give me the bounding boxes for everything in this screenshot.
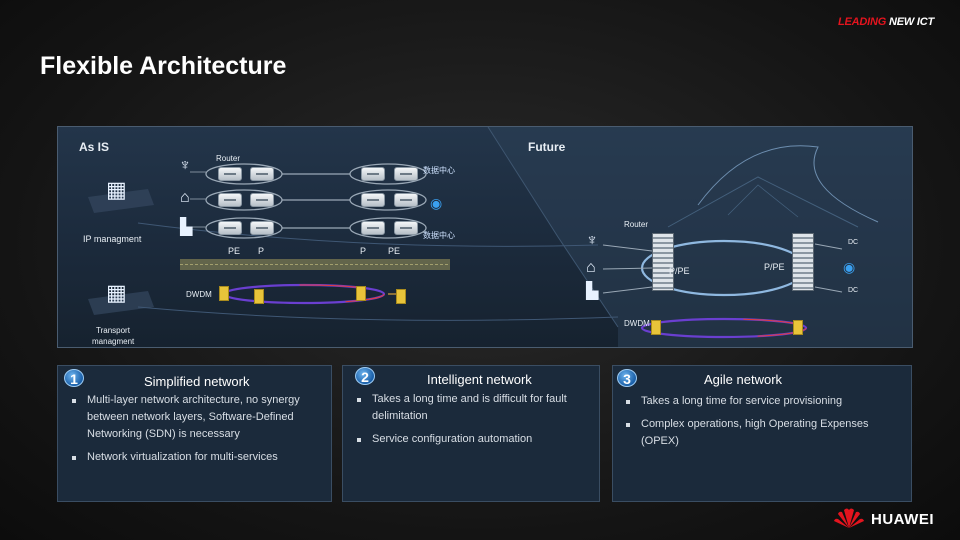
dwdm-node-icon xyxy=(396,289,406,304)
antenna-tower-icon: ♆ xyxy=(586,232,598,249)
router-icon xyxy=(394,221,418,235)
huawei-logo-text: HUAWEI xyxy=(871,511,934,528)
router-icon xyxy=(250,221,274,235)
dwdm-node-icon xyxy=(793,320,803,335)
router-icon xyxy=(361,167,385,181)
architecture-diagram: As IS Future Router Router ♆ ⌂ ▙ ▦ ▦ 数据中… xyxy=(57,126,913,348)
ppe-label-right: P/PE xyxy=(764,262,785,272)
home-icon: ⌂ xyxy=(180,189,190,206)
data-center-label-2: 数据中心 xyxy=(423,231,455,240)
pe-label-right: PE xyxy=(388,246,401,256)
brand-tagline-new-ict: NEW ICT xyxy=(886,16,934,28)
dwdm-node-icon xyxy=(356,286,366,301)
huawei-petal-logo-icon xyxy=(833,506,865,530)
brand-tagline-leading: LEADING xyxy=(837,16,887,28)
ppe-label-left: P/PE xyxy=(669,266,690,276)
card-bullet-list: Multi-layer network architecture, no syn… xyxy=(71,392,321,472)
pe-label-left: PE xyxy=(228,246,241,256)
dwdm-label-future: DWDM xyxy=(624,319,650,328)
router-icon xyxy=(361,221,385,235)
card-bullet-item: Multi-layer network architecture, no syn… xyxy=(71,392,321,443)
router-icon xyxy=(218,167,242,181)
router-icon xyxy=(250,167,274,181)
enterprise-building-icon: ▙ xyxy=(586,283,599,300)
router-icon xyxy=(394,167,418,181)
router-icon xyxy=(394,193,418,207)
data-center-label-1: 数据中心 xyxy=(423,166,455,175)
dwdm-node-icon xyxy=(651,320,661,335)
card-bullet-list: Takes a long time and is difficult for f… xyxy=(356,391,596,454)
router-icon xyxy=(218,221,242,235)
card-bullet-item: Takes a long time and is difficult for f… xyxy=(356,391,596,425)
router-icon xyxy=(218,193,242,207)
p-label-left: P xyxy=(258,246,265,256)
card-number-badge: 3 xyxy=(617,369,637,387)
card-bullet-item: Service configuration automation xyxy=(356,431,596,448)
card-title: Agile network xyxy=(704,372,783,387)
transport-management-label-line2: managment xyxy=(92,337,135,346)
card-intelligent-network: 2 Intelligent network Takes a long time … xyxy=(342,365,600,502)
data-center-icon: ◉ xyxy=(430,195,443,211)
ip-management-label: IP managment xyxy=(83,234,142,244)
card-bullet-item: Complex operations, high Operating Expen… xyxy=(625,416,907,450)
p-label-right: P xyxy=(360,246,367,256)
card-bullet-item: Network virtualization for multi-service… xyxy=(71,449,321,466)
future-label: Future xyxy=(528,140,566,154)
home-icon: ⌂ xyxy=(586,259,596,276)
card-title: Intelligent network xyxy=(427,372,532,387)
data-center-icon: ◉ xyxy=(843,259,856,275)
card-simplified-network: 1 Simplified network Multi-layer network… xyxy=(57,365,332,502)
router-icon xyxy=(361,193,385,207)
card-bullet-list: Takes a long time for service provisioni… xyxy=(625,393,907,456)
card-title: Simplified network xyxy=(144,374,250,389)
transport-management-label-line1: Transport xyxy=(96,326,130,335)
dwdm-node-icon xyxy=(254,289,264,304)
as-is-label: As IS xyxy=(79,140,110,154)
router-label-future: Router xyxy=(624,220,649,229)
diagram-graphics xyxy=(88,127,912,347)
dwdm-label-as-is: DWDM xyxy=(186,290,212,299)
router-icon xyxy=(250,193,274,207)
dc-label-top: DC xyxy=(848,239,859,246)
card-agile-network: 3 Agile network Takes a long time for se… xyxy=(612,365,912,502)
enterprise-building-icon: ▙ xyxy=(180,219,193,236)
ip-management-server-icon: ▦ xyxy=(106,177,127,202)
transport-management-server-icon: ▦ xyxy=(106,280,127,305)
card-bullet-item: Takes a long time for service provisioni… xyxy=(625,393,907,410)
card-number-badge: 2 xyxy=(355,367,375,385)
dc-label-bottom: DC xyxy=(848,287,859,294)
card-number-badge: 1 xyxy=(64,369,84,387)
dwdm-node-icon xyxy=(219,286,229,301)
page-title: Flexible Architecture xyxy=(40,52,287,80)
core-router-rack-left xyxy=(652,233,674,291)
brand-tagline: LEADING NEW ICT xyxy=(838,16,934,28)
router-label-as-is: Router xyxy=(216,154,241,163)
antenna-tower-icon: ♆ xyxy=(179,157,191,174)
core-router-rack-right xyxy=(792,233,814,291)
